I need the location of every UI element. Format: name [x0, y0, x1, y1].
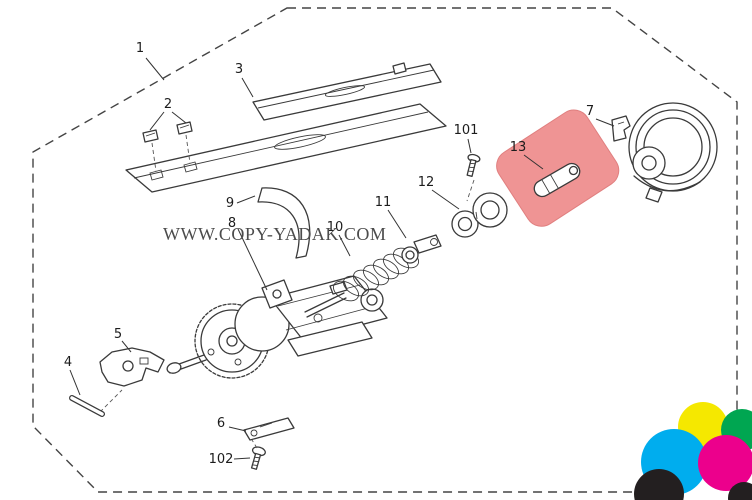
callout-5: 5	[114, 327, 122, 342]
callout-101: 101	[454, 123, 479, 138]
callout-13: 13	[510, 140, 527, 155]
callout-3: 3	[235, 62, 243, 77]
splash-black-corner-circle	[728, 482, 752, 500]
callout-4: 4	[64, 355, 72, 370]
splash-magenta-circle	[698, 435, 752, 491]
rail-plate	[125, 103, 447, 193]
leader-lines	[69, 57, 615, 460]
part-3-plate	[252, 62, 442, 121]
callout-12: 12	[418, 175, 435, 190]
callout-7: 7	[586, 104, 594, 119]
part-13-pin	[533, 162, 581, 198]
part-6-bracket	[243, 417, 295, 441]
callout-8: 8	[228, 216, 236, 231]
callouts: 1 2 3 101 13 7 12 11 10 9 8 5 4 6 102	[64, 41, 594, 467]
splash-black-circle	[634, 469, 684, 500]
part-13-highlight	[496, 109, 620, 227]
part-11-coupler	[401, 234, 442, 264]
part-4-pin	[69, 395, 105, 417]
part-7-clutch	[611, 102, 718, 203]
part-5-bracket	[99, 347, 165, 413]
callout-6: 6	[217, 416, 225, 431]
part-12-bushing	[451, 192, 508, 238]
screw-101	[466, 153, 481, 177]
callout-11: 11	[375, 195, 392, 210]
main-assembly	[166, 275, 388, 379]
screw-102	[250, 446, 266, 470]
callout-9: 9	[226, 196, 234, 211]
callout-102: 102	[209, 452, 234, 467]
callout-2: 2	[164, 97, 172, 112]
callout-1: 1	[136, 41, 144, 56]
callout-10: 10	[327, 220, 344, 235]
brand-splash	[634, 402, 752, 500]
part-9-band	[257, 187, 311, 259]
watermark: WWW.COPY-YADAK.COM	[163, 224, 386, 244]
